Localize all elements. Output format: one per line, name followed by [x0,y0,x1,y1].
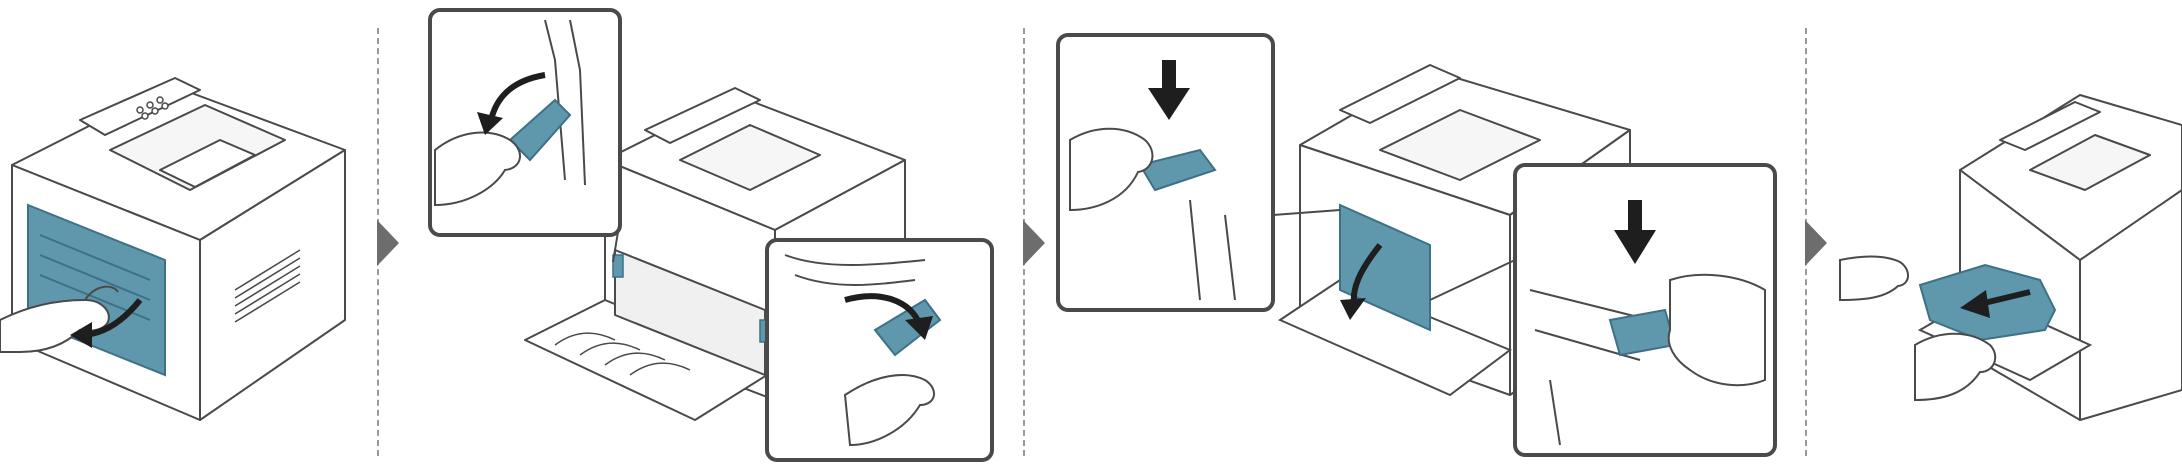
step-1-printer-rear-open [0,0,370,467]
step-2-fuser-levers [405,0,1015,467]
chevron-right-icon [1023,220,1045,266]
chevron-right-icon [1805,220,1827,266]
chevron-right-icon [377,220,399,266]
step-4-remove-paper [1830,0,2182,467]
step-3-duplex-guide [1050,0,1795,467]
